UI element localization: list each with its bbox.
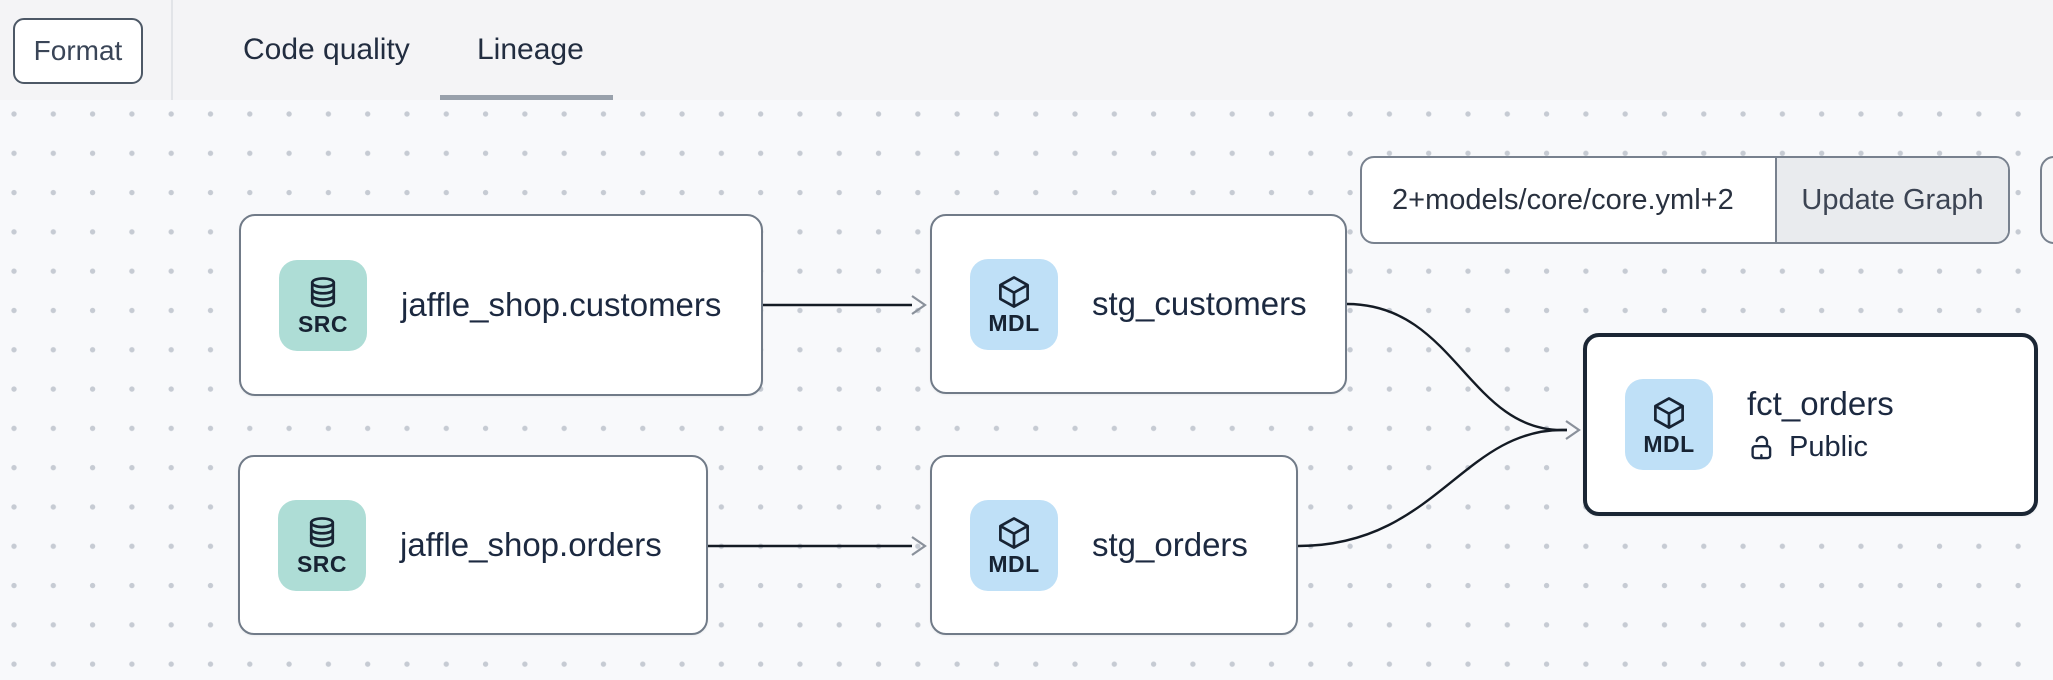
access-label: Public — [1789, 431, 1868, 463]
badge-label: MDL — [988, 310, 1040, 336]
edge-arrow-icon — [911, 536, 927, 556]
edge — [1346, 302, 1567, 432]
source-badge: SRC — [278, 499, 366, 591]
panel-header: Format Code quality Lineage — [0, 0, 2053, 101]
lineage-node-stg-orders[interactable]: MDL stg_orders — [930, 455, 1298, 635]
badge-label: SRC — [297, 311, 349, 337]
tab-lineage[interactable]: Lineage — [477, 33, 584, 66]
source-badge: SRC — [279, 259, 367, 351]
clipped-button[interactable] — [2040, 156, 2053, 244]
node-label: fct_orders — [1747, 385, 1894, 422]
access-row: Public — [1747, 431, 1894, 464]
edge — [1297, 428, 1567, 548]
cube-icon — [1654, 396, 1684, 429]
model-badge: MDL — [970, 499, 1058, 591]
cube-icon — [999, 276, 1029, 308]
unlock-icon — [1751, 435, 1772, 459]
format-button[interactable]: Format — [13, 18, 143, 84]
active-tab-indicator — [440, 95, 613, 100]
lineage-node-stg-customers[interactable]: MDL stg_customers — [930, 214, 1347, 394]
node-selector-input[interactable] — [1362, 158, 1775, 242]
node-label: stg_customers — [1092, 285, 1307, 322]
badge-label: MDL — [1643, 430, 1695, 457]
badge-label: SRC — [296, 551, 348, 577]
badge-label: MDL — [988, 551, 1040, 577]
database-icon — [309, 517, 335, 548]
model-badge: MDL — [1625, 379, 1713, 470]
lineage-canvas[interactable]: SRC jaffle_shop.customers MDL stg_custom… — [0, 100, 2053, 680]
update-graph-button[interactable]: Update Graph — [1775, 158, 2008, 242]
model-badge: MDL — [970, 258, 1058, 350]
tab-code-quality[interactable]: Code quality — [243, 33, 410, 66]
edge-arrow-icon — [911, 295, 927, 315]
edge-arrow-icon — [1565, 420, 1581, 440]
node-label: stg_orders — [1092, 526, 1248, 563]
cube-icon — [999, 517, 1029, 549]
lineage-node-jaffle-shop-orders[interactable]: SRC jaffle_shop.orders — [238, 455, 708, 635]
database-icon — [310, 277, 336, 308]
header-divider — [171, 0, 173, 100]
node-selector-group: Update Graph — [1360, 156, 2010, 244]
node-label: jaffle_shop.customers — [401, 286, 722, 323]
lineage-node-fct-orders[interactable]: MDL fct_orders Public — [1583, 333, 2038, 516]
node-label: jaffle_shop.orders — [400, 526, 662, 563]
lineage-node-jaffle-shop-customers[interactable]: SRC jaffle_shop.customers — [239, 214, 763, 396]
